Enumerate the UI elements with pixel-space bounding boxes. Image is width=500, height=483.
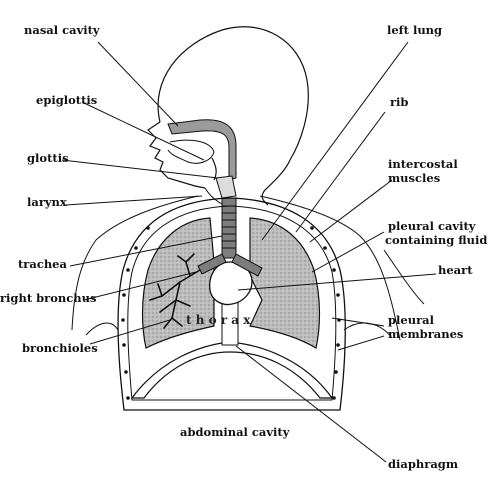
heart-shape: [209, 261, 253, 306]
label-glottis: glottis: [27, 151, 69, 165]
label-membranes: membranes: [388, 327, 464, 341]
larynx-shape: [215, 175, 237, 199]
label-rib: rib: [390, 95, 409, 109]
trachea-tube: [221, 197, 237, 259]
body-outline-left: [71, 195, 199, 331]
label-pleural-cavity: pleural cavity: [388, 219, 476, 233]
thoracic-wall-outer: [117, 197, 346, 411]
label-containing-fluid: containing fluid: [385, 233, 488, 247]
head-outline: [157, 26, 309, 206]
pleural-fold: [383, 249, 425, 305]
label-diaphragm: diaphragm: [388, 457, 458, 471]
label-larynx: larynx: [27, 195, 67, 209]
mouth-cavity: [167, 139, 215, 164]
left-bronchus: [231, 253, 263, 277]
bronchioles-tree: [149, 253, 201, 329]
diaphragm-shape: [130, 341, 334, 399]
neck-front: [204, 187, 223, 205]
leader-lines: [61, 41, 437, 463]
label-epiglottis: epiglottis: [36, 93, 98, 107]
thorax-text: t h o r a x: [186, 313, 251, 327]
label-heart: heart: [438, 263, 473, 277]
label-left-lung: left lung: [387, 23, 443, 37]
arm-left: [85, 322, 119, 336]
epiglottis-flap: [211, 157, 217, 181]
label-abdominal-cavity: abdominal cavity: [180, 425, 290, 439]
label-bronchioles: bronchioles: [22, 341, 98, 355]
face-profile: [147, 121, 206, 189]
body-outline-right: [259, 195, 401, 341]
left-lung: [249, 217, 321, 349]
label-muscles: muscles: [388, 171, 441, 185]
label-intercostal: intercostal: [388, 157, 458, 171]
label-nasal-cavity: nasal cavity: [24, 23, 100, 37]
rib-layer: [127, 205, 337, 401]
label-trachea: trachea: [18, 257, 67, 271]
label-right-bronchus: right bronchus: [0, 291, 97, 305]
right-bronchus: [197, 253, 227, 275]
intercostal-dots: [121, 226, 341, 400]
arm-right: [343, 322, 393, 339]
nasal-cavity-airway: [167, 119, 237, 181]
label-pleural: pleural: [388, 313, 434, 327]
